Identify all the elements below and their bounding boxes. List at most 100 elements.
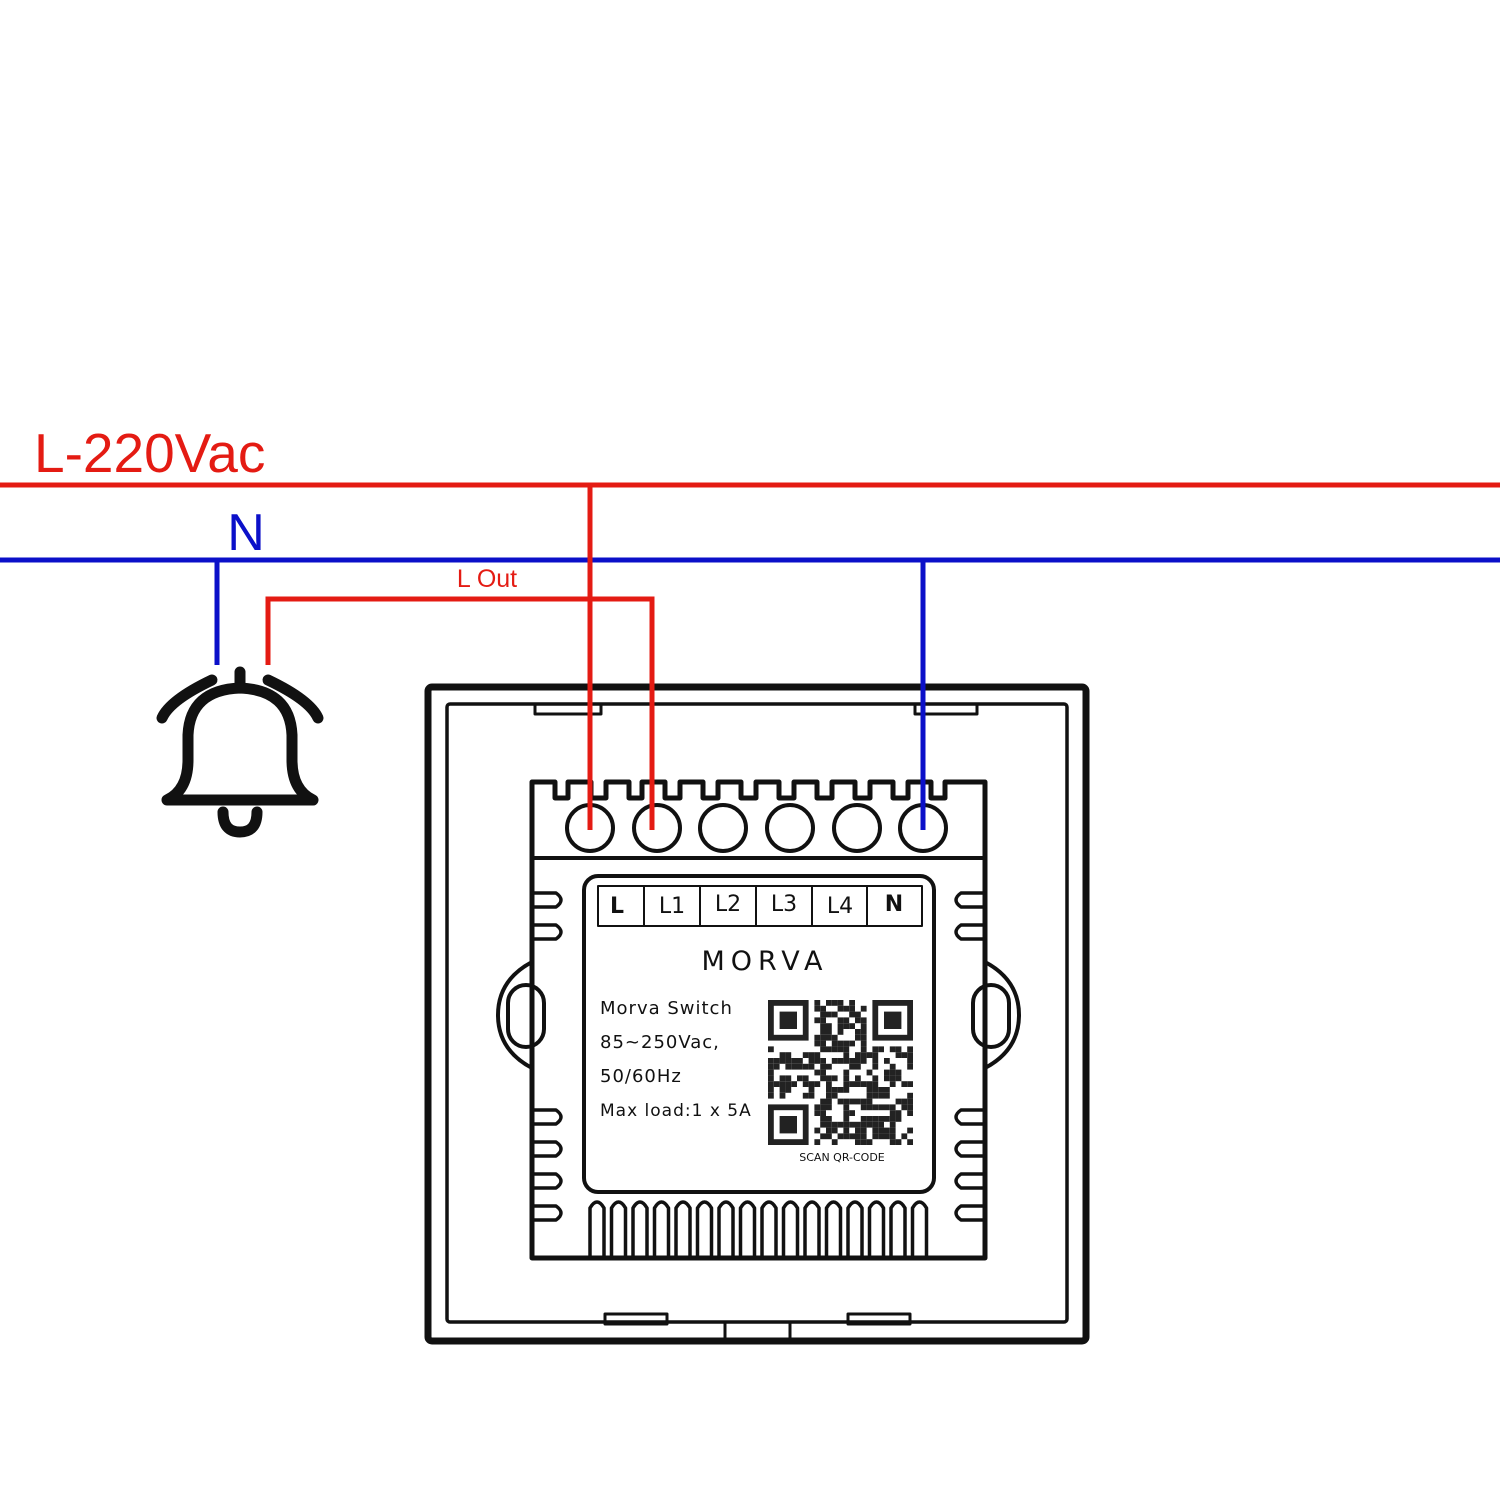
qr-module — [907, 1110, 913, 1116]
qr-module — [855, 1127, 861, 1134]
qr-module — [820, 1011, 826, 1018]
terminal-label-l2: L2 — [715, 892, 741, 917]
load-output-wire — [265, 596, 655, 830]
qr-module — [843, 1052, 850, 1058]
qr-module — [785, 1075, 792, 1082]
neutral-line-label: N — [227, 504, 265, 562]
qr-module — [814, 1005, 821, 1012]
qr-module — [791, 1063, 797, 1070]
qr-module — [843, 1110, 850, 1116]
qr-module — [866, 1087, 873, 1093]
qr-module — [826, 1011, 832, 1018]
grille-slot — [609, 1200, 628, 1258]
qr-module — [826, 1104, 832, 1111]
qr-module — [855, 1081, 861, 1087]
qr-module — [866, 1116, 873, 1122]
qr-module — [866, 1081, 873, 1087]
qr-module — [768, 1092, 774, 1099]
terminal-label-l1: L1 — [659, 894, 685, 919]
qr-module — [843, 1005, 850, 1012]
qr-module — [802, 1063, 809, 1070]
qr-module — [814, 1069, 821, 1076]
grille-slot — [717, 1200, 735, 1258]
qr-module — [814, 1139, 821, 1145]
qr-module — [843, 1081, 850, 1087]
qr-module — [837, 1058, 844, 1064]
grille-slot — [803, 1200, 821, 1258]
grille-slot — [588, 1200, 606, 1258]
qr-module — [866, 1104, 873, 1111]
qr-module — [849, 1121, 855, 1128]
qr-module — [831, 1040, 838, 1047]
qr-module — [820, 1063, 826, 1070]
qr-module — [849, 1058, 855, 1064]
qr-module — [889, 1081, 896, 1087]
grille-slot — [846, 1200, 864, 1258]
qr-module — [785, 1063, 792, 1070]
qr-module — [831, 1046, 838, 1053]
qr-module — [872, 1127, 879, 1134]
qr-module — [855, 1121, 861, 1128]
live-line-label: L-220Vac — [34, 422, 265, 484]
qr-module — [884, 1087, 890, 1093]
terminal-screw — [765, 803, 815, 853]
qr-module — [901, 1052, 908, 1058]
qr-module — [866, 1069, 873, 1076]
qr-module — [826, 1029, 832, 1035]
qr-module — [831, 1000, 838, 1006]
qr-module — [831, 1087, 838, 1093]
qr-module — [826, 1075, 832, 1082]
qr-module — [895, 1069, 902, 1076]
qr-module — [884, 1127, 890, 1134]
terminal-screw — [632, 803, 682, 853]
qr-module — [860, 1029, 867, 1035]
qr-module — [895, 1116, 902, 1122]
qr-module — [849, 1040, 855, 1047]
qr-module — [895, 1075, 902, 1082]
qr-module — [895, 1098, 902, 1105]
qr-module — [768, 1063, 774, 1070]
qr-module — [895, 1046, 902, 1053]
qr-module — [860, 1034, 867, 1041]
qr-module — [843, 1058, 850, 1064]
qr-module — [820, 1046, 826, 1053]
qr-module — [843, 1087, 850, 1093]
qr-module — [884, 1075, 890, 1082]
qr-module — [837, 1098, 844, 1105]
qr-module — [855, 1133, 861, 1140]
qr-module — [849, 1023, 855, 1029]
qr-module — [768, 1046, 774, 1053]
terminal-screws — [565, 803, 948, 853]
qr-module — [808, 1081, 815, 1087]
qr-module — [820, 1133, 826, 1140]
qr-module — [831, 1011, 838, 1018]
qr-module — [808, 1052, 815, 1058]
qr-module — [837, 1005, 844, 1012]
qr-module — [860, 1023, 867, 1029]
qr-module — [878, 1127, 884, 1134]
qr-module — [826, 1087, 832, 1093]
qr-module — [901, 1104, 908, 1111]
qr-module — [860, 1104, 867, 1111]
qr-module — [878, 1087, 884, 1093]
qr-module — [872, 1133, 879, 1140]
qr-module — [808, 1063, 815, 1070]
terminal-screw — [698, 803, 748, 853]
info-line-voltage: 85~250Vac, — [600, 1032, 720, 1053]
qr-module — [889, 1104, 896, 1111]
info-line-max-load: Max load:1 x 5A — [600, 1101, 752, 1121]
qr-module — [907, 1139, 913, 1145]
qr-module — [907, 1092, 913, 1099]
qr-module — [849, 1110, 855, 1116]
qr-module — [895, 1139, 902, 1145]
qr-module — [889, 1069, 896, 1076]
qr-module — [907, 1052, 913, 1058]
qr-module — [860, 1127, 867, 1134]
qr-module — [843, 1017, 850, 1024]
qr-module — [831, 1127, 838, 1134]
qr-module — [837, 1087, 844, 1093]
qr-module — [872, 1081, 879, 1087]
qr-module — [878, 1133, 884, 1140]
